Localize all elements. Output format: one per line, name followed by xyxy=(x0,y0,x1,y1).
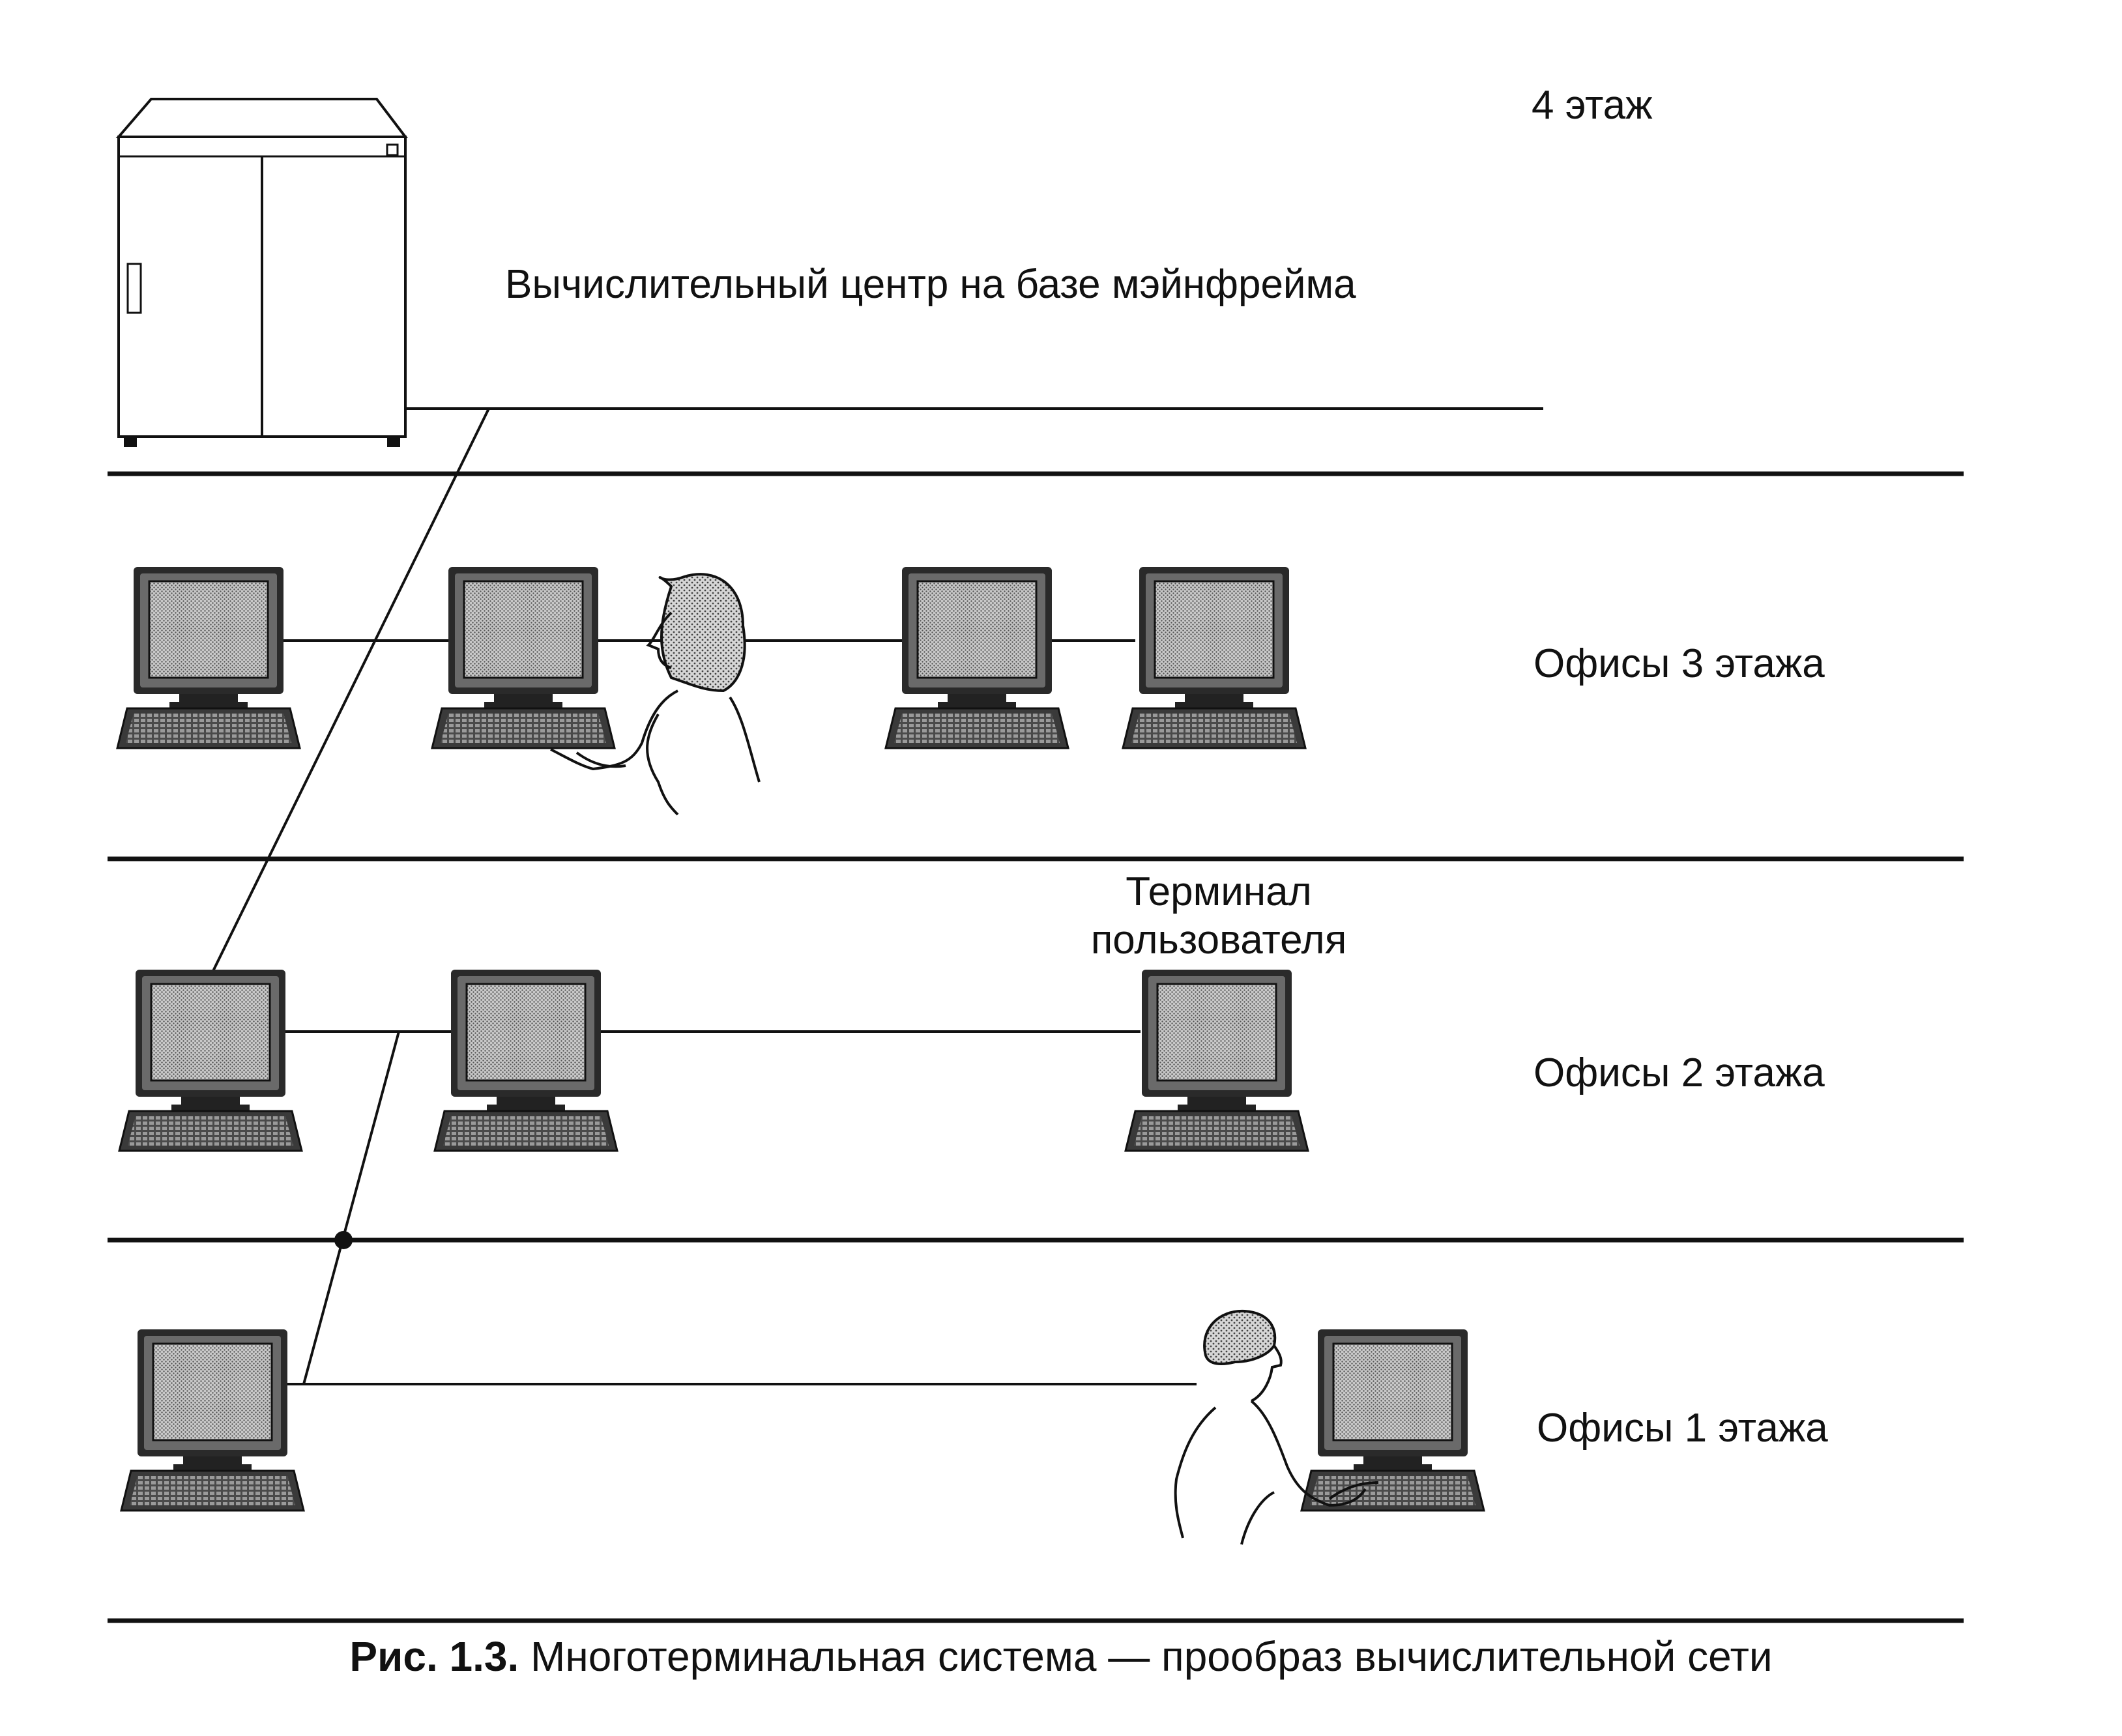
terminal-floor3-1 xyxy=(116,566,301,749)
woman-user-icon xyxy=(550,573,761,816)
trunk-cable-upper xyxy=(212,408,490,972)
figure-caption-text: Многотерминальная система — прообраз выч… xyxy=(519,1633,1773,1680)
figure-caption-number: Рис. 1.3. xyxy=(349,1633,519,1680)
trunk-cable-lower xyxy=(302,1031,400,1385)
floor3-label: Офисы 3 этажа xyxy=(1533,641,1825,686)
terminal-label-line1: Терминал xyxy=(1126,869,1312,914)
man-user-icon xyxy=(1174,1309,1379,1545)
terminal-floor3-4 xyxy=(1122,566,1307,749)
mainframe-icon xyxy=(115,98,409,447)
terminal-floor3-3 xyxy=(884,566,1069,749)
terminal-floor2-3 xyxy=(1124,968,1309,1152)
floor4-label: 4 этаж xyxy=(1532,83,1653,128)
terminal-floor1-1 xyxy=(120,1328,305,1512)
terminal-floor3-2 xyxy=(431,566,616,749)
cable-junction-dot xyxy=(334,1231,353,1249)
mainframe-label: Вычислительный центр на базе мэйнфрейма xyxy=(505,262,1356,307)
terminal-floor2-2 xyxy=(433,968,618,1152)
terminal-label-line2: пользователя xyxy=(1090,918,1347,963)
terminal-floor2-1 xyxy=(118,968,303,1152)
floor2-label: Офисы 2 этажа xyxy=(1533,1050,1825,1095)
terminal-floor1-2 xyxy=(1300,1328,1485,1512)
figure-caption: Рис. 1.3. Многотерминальная система — пр… xyxy=(0,1632,2122,1681)
terminal-label: Терминал пользователя xyxy=(1069,868,1369,965)
floor1-label: Офисы 1 этажа xyxy=(1537,1406,1828,1451)
